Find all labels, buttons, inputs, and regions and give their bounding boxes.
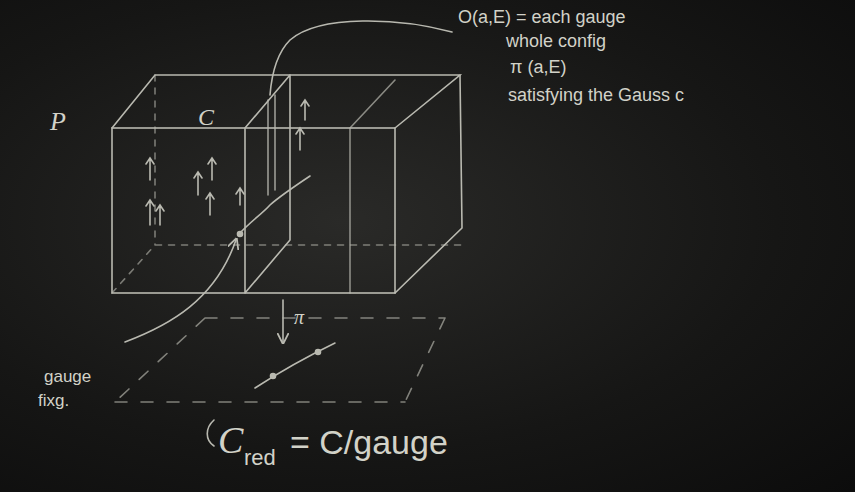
gauge-fixing-arrow bbox=[125, 240, 236, 342]
note-text: π (a,E) bbox=[510, 58, 566, 78]
space-symbol: P bbox=[50, 108, 66, 137]
reduced-curve bbox=[255, 343, 335, 388]
space-symbol: C bbox=[218, 420, 243, 462]
equation-text: = C/gauge bbox=[290, 424, 448, 461]
fibre-lines bbox=[268, 95, 275, 195]
note-text: gauge bbox=[44, 368, 91, 387]
fibre-slice bbox=[245, 75, 290, 293]
reduced-space-plane bbox=[115, 318, 445, 402]
map-symbol: π bbox=[294, 306, 304, 328]
space-symbol: C bbox=[198, 104, 214, 130]
gauge-flow-arrows bbox=[146, 100, 309, 225]
projection-arrow bbox=[282, 300, 284, 342]
box-hidden-edges bbox=[112, 75, 462, 293]
orbit-leader-line bbox=[270, 21, 452, 95]
chalk-mark bbox=[207, 420, 214, 446]
note-text: O(a,E) = each gauge bbox=[458, 8, 626, 28]
box-right-face bbox=[395, 75, 462, 293]
box-divider bbox=[350, 80, 395, 293]
note-text: satisfying the Gauss c bbox=[508, 86, 684, 106]
gauge-fixing-section bbox=[238, 176, 310, 235]
box-top-face bbox=[112, 75, 460, 128]
reduced-point bbox=[271, 374, 276, 379]
subscript: red bbox=[244, 446, 276, 470]
section-point bbox=[238, 232, 243, 237]
reduced-point bbox=[316, 350, 321, 355]
note-text: whole config bbox=[506, 32, 606, 52]
note-text: fixg. bbox=[38, 392, 69, 411]
